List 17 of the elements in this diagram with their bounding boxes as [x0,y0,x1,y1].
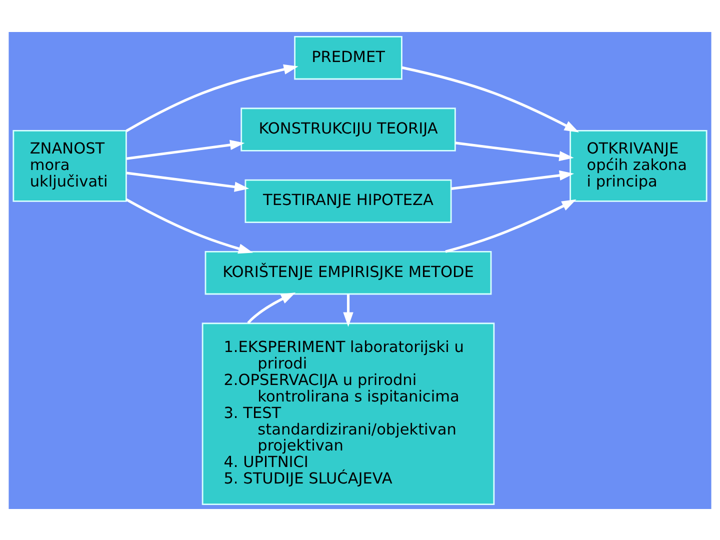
node-box: OTKRIVANJE općih zakona i principa [570,129,708,202]
node-box: 1.EKSPERIMENT laboratorijski u prirodi 2.OPSERVACIJA u prirodni kontrolirana s ispitanicima 3. TEST standardizirani/objektivan projektivan 4. UPITNICI 5. STUDIJE SLUĆAJEVA [202,322,495,504]
node-box: KORIŠTENJE EMPIRISJKE METODE [204,250,492,294]
node-box: TESTIRANJE HIPOTEZA [244,178,452,223]
arrow [451,170,574,190]
node-box: KONSTRUKCIJU TEORIJA [240,107,456,151]
arrow [343,294,354,326]
arrow [126,198,254,254]
arrow [126,139,245,160]
arrow [126,64,298,132]
arrow [455,141,574,161]
node-box: ZNANOST mora uključivati [12,129,127,202]
arrow [402,66,579,132]
node-box: PREDMET [294,36,402,80]
arrow [247,292,296,324]
arrow [445,198,576,252]
arrow [126,171,250,192]
